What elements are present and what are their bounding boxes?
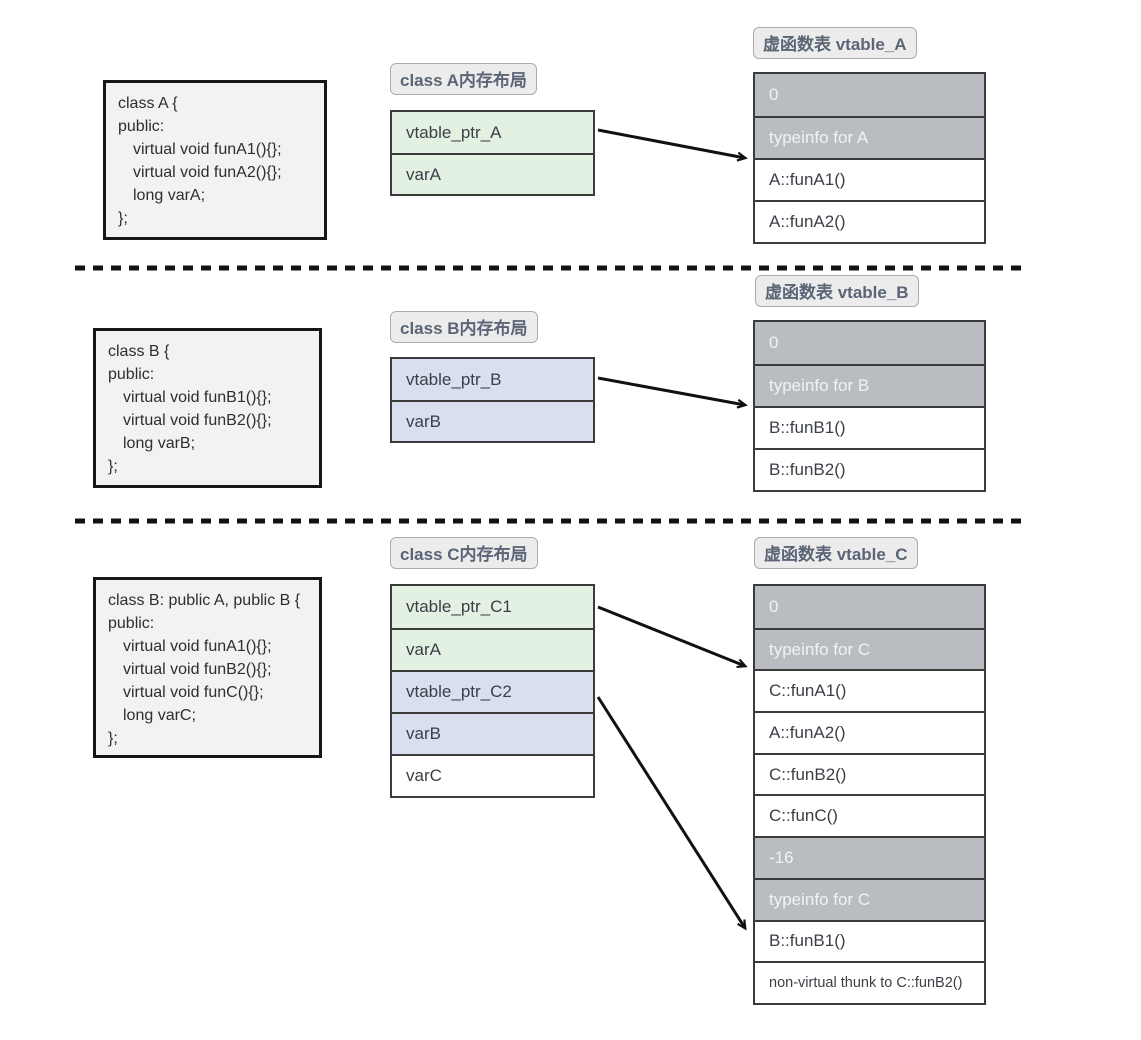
- vtable-c-badge: 虚函数表 vtable_C: [754, 537, 918, 569]
- arrow-vtable-ptr-c1: [597, 605, 748, 669]
- class-b-memory-table: vtable_ptr_B varB: [390, 357, 595, 443]
- vtable-row: A::funA2(): [755, 200, 984, 242]
- arrow-vtable-ptr-a: [597, 128, 748, 162]
- vtable-row: 0: [755, 74, 984, 116]
- vtable-row: B::funB1(): [755, 406, 984, 448]
- vtable-b-table: 0 typeinfo for B B::funB1() B::funB2(): [753, 320, 986, 492]
- vtable-row: C::funA1(): [755, 669, 984, 712]
- vtable-row: typeinfo for C: [755, 627, 984, 670]
- memory-row: varA: [392, 628, 593, 670]
- code-line: public:: [108, 366, 155, 383]
- vtable-a-table: 0 typeinfo for A A::funA1() A::funA2(): [753, 72, 986, 244]
- memory-row: varB: [392, 400, 593, 441]
- vtable-row: C::funC(): [755, 794, 984, 837]
- memory-row: vtable_ptr_C1: [392, 586, 593, 628]
- memory-row: varA: [392, 153, 593, 194]
- code-line: virtual void funA2(){};: [133, 164, 282, 181]
- code-line: class B {: [108, 343, 170, 360]
- class-c-memory-badge: class C内存布局: [390, 537, 538, 569]
- vtable-row: C::funB2(): [755, 752, 984, 795]
- code-line: };: [108, 458, 118, 475]
- vtable-row: A::funA2(): [755, 711, 984, 753]
- memory-row: varB: [392, 712, 593, 754]
- vtable-row: -16: [755, 836, 984, 878]
- code-line: virtual void funB2(){};: [123, 412, 272, 429]
- code-line: long varA;: [133, 187, 206, 204]
- class-b-code-box: class B { public: virtual void funB1(){}…: [93, 328, 322, 488]
- vtable-a-badge: 虚函数表 vtable_A: [753, 27, 917, 59]
- vtable-row: 0: [755, 586, 984, 628]
- code-line: long varB;: [123, 435, 196, 452]
- code-line: virtual void funA1(){};: [133, 141, 282, 158]
- code-line: class A {: [118, 95, 178, 112]
- code-line: long varC;: [123, 707, 196, 724]
- code-line: public:: [118, 118, 165, 135]
- class-b-memory-badge: class B内存布局: [390, 311, 538, 343]
- class-a-code-box: class A { public: virtual void funA1(){}…: [103, 80, 327, 240]
- code-line: virtual void funB2(){};: [123, 661, 272, 678]
- code-line: };: [108, 730, 118, 747]
- vtable-row: B::funB1(): [755, 919, 984, 962]
- memory-row: vtable_ptr_A: [392, 112, 593, 153]
- vtable-row: A::funA1(): [755, 158, 984, 200]
- vtable-row: non-virtual thunk to C::funB2(): [755, 961, 984, 1003]
- vtable-b-badge: 虚函数表 vtable_B: [755, 275, 919, 307]
- code-line: virtual void funA1(){};: [123, 638, 272, 655]
- vtable-row: typeinfo for A: [755, 116, 984, 158]
- vtable-row: 0: [755, 322, 984, 364]
- arrow-vtable-ptr-b: [597, 376, 748, 409]
- memory-row: vtable_ptr_B: [392, 359, 593, 400]
- vtable-row: B::funB2(): [755, 448, 984, 490]
- class-c-memory-table: vtable_ptr_C1 varA vtable_ptr_C2 varB va…: [390, 584, 595, 798]
- code-line: virtual void funB1(){};: [123, 389, 272, 406]
- memory-row: vtable_ptr_C2: [392, 670, 593, 712]
- class-a-memory-table: vtable_ptr_A varA: [390, 110, 595, 196]
- vtable-row: typeinfo for C: [755, 877, 984, 920]
- memory-row: varC: [392, 754, 593, 796]
- code-line: public:: [108, 615, 155, 632]
- arrow-vtable-ptr-c2: [596, 696, 747, 931]
- vtable-row: typeinfo for B: [755, 364, 984, 406]
- class-c-code-box: class B: public A, public B { public: vi…: [93, 577, 322, 758]
- code-line: };: [118, 210, 128, 227]
- code-line: virtual void funC(){};: [123, 684, 264, 701]
- class-a-memory-badge: class A内存布局: [390, 63, 537, 95]
- code-line: class B: public A, public B {: [108, 592, 301, 609]
- vtable-c-table: 0 typeinfo for C C::funA1() A::funA2() C…: [753, 584, 986, 1005]
